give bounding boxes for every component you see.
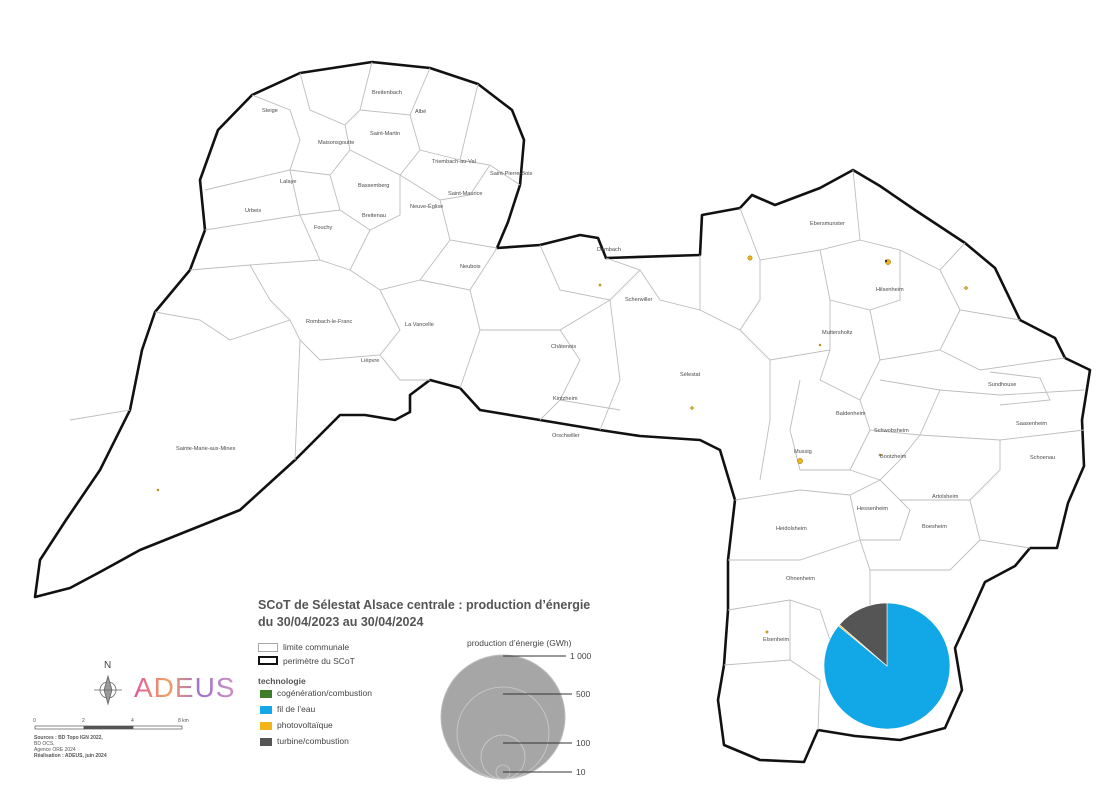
- commune-label: Neuve-Église: [410, 203, 443, 210]
- commune-label: Mussig: [794, 449, 812, 455]
- size-legend-title: production d’énergie (GWh): [467, 638, 572, 648]
- perimetre-label: perimètre du SCoT: [283, 656, 355, 666]
- pv-point: [598, 283, 602, 287]
- pv-point: [156, 488, 160, 492]
- limite-label: limite communale: [283, 642, 350, 652]
- commune-label: Saasenheim: [1016, 421, 1047, 427]
- pv-point: [765, 630, 769, 634]
- pv-point: [797, 458, 803, 464]
- limite-swatch: [258, 643, 278, 652]
- commune-label: La Vancelle: [405, 322, 434, 328]
- perimetre-swatch: [258, 656, 278, 665]
- scale-tick-0: 0: [33, 718, 36, 724]
- sources-line3: Agence ORE 2024: [34, 747, 76, 753]
- commune-label: Orschwiller: [552, 433, 580, 439]
- commune-label: Sélestat: [680, 372, 701, 378]
- legend-title-line1: SCoT de Sélestat Alsace centrale : produ…: [258, 598, 591, 612]
- techno-title: technologie: [258, 676, 306, 686]
- commune-label: Rombach-le-Franc: [306, 319, 353, 325]
- size-value-500: 500: [576, 689, 591, 699]
- commune-label: Bassemberg: [358, 183, 389, 189]
- north-label: N: [104, 660, 112, 671]
- commune-label: Saint-Maurice: [448, 191, 483, 197]
- commune-label: Dambach: [597, 247, 621, 253]
- commune-label: Kintzheim: [553, 396, 578, 402]
- commune-label: Baldenheim: [836, 411, 866, 417]
- commune-boundaries: [69, 61, 1085, 731]
- commune-label: Neubois: [460, 264, 481, 270]
- commune-label: Ohnenheim: [786, 576, 815, 582]
- legend-title: SCoT de Sélestat Alsace centrale : produ…: [258, 597, 590, 631]
- label-fil-eau: fil de l’eau: [277, 704, 316, 714]
- commune-label: Muttersholtz: [822, 330, 853, 336]
- commune-label: Sainte-Marie-aux-Mines: [176, 446, 236, 452]
- commune-label: Hilsenheim: [876, 287, 904, 293]
- pv-point: [878, 453, 882, 457]
- scale-tick-2: 2: [82, 718, 85, 724]
- scale-bar: [34, 725, 183, 730]
- commune-label: Heidolsheim: [776, 526, 807, 532]
- north-arrow-icon: [94, 674, 122, 706]
- commune-label: Albé: [415, 109, 426, 115]
- commune-label: Bootzheim: [880, 454, 907, 460]
- commune-label: Schoenau: [1030, 455, 1055, 461]
- size-value-10: 10: [576, 767, 586, 777]
- commune-label: Boesheim: [922, 524, 947, 530]
- commune-label: Triembach-au-Val: [432, 159, 476, 165]
- sources-line4: Réalisation : ADEUS, juin 2024: [34, 753, 107, 759]
- label-photovoltaique: photovoltaïque: [277, 720, 333, 730]
- label-cogeneration: cogénération/combustion: [277, 688, 372, 698]
- pv-point: [747, 255, 753, 261]
- commune-label: Steige: [262, 108, 278, 114]
- turbine-point: [884, 259, 888, 263]
- commune-label: Urbeis: [245, 208, 261, 214]
- commune-label: Breitenau: [362, 213, 386, 219]
- pv-point: [690, 406, 694, 410]
- size-value-1000: 1 000: [570, 651, 592, 661]
- swatch-fil-eau: [260, 706, 272, 714]
- commune-label: Elsenheim: [763, 637, 789, 643]
- commune-label: Sundhouse: [988, 382, 1016, 388]
- commune-label: Saint-Pierre-Bois: [490, 171, 532, 177]
- commune-label: Fouchy: [314, 225, 333, 231]
- commune-label: Maisonsgoutte: [318, 140, 354, 146]
- legend-title-line2: du 30/04/2023 au 30/04/2024: [258, 615, 424, 629]
- swatch-photovoltaique: [260, 722, 272, 730]
- commune-label: Saint-Martin: [370, 131, 400, 137]
- pv-point: [964, 286, 968, 290]
- commune-label: Hessenheim: [857, 506, 888, 512]
- sources-line1: Sources : BD Topo IGN 2022,: [34, 735, 103, 741]
- size-legend-graphic: [440, 654, 572, 780]
- commune-label: Breitenbach: [372, 90, 402, 96]
- sources-block: Sources : BD Topo IGN 2022, BD OCS, Agen…: [34, 735, 107, 759]
- commune-label: Lalaye: [280, 179, 296, 185]
- commune-label: Ebersmunster: [810, 221, 845, 227]
- commune-labels: Breitenbach Steige Albé Saint-Martin Mai…: [176, 90, 1055, 643]
- scot-perimeter: [33, 60, 1092, 764]
- commune-label: Schwobsheim: [874, 428, 909, 434]
- pv-points: [156, 255, 968, 634]
- commune-label: Lièpvre: [361, 358, 379, 364]
- swatch-turbine: [260, 738, 272, 746]
- swatch-cogeneration: [260, 690, 272, 698]
- commune-label: Scherwiller: [625, 297, 652, 303]
- pie-slice: [839, 602, 888, 667]
- adeus-logo: ADEUS: [134, 672, 236, 703]
- scale-tick-4: 4: [131, 718, 134, 724]
- label-turbine: turbine/combustion: [277, 736, 349, 746]
- size-value-100: 100: [576, 738, 591, 748]
- scale-tick-8: 8 km: [178, 718, 189, 724]
- commune-label: Artolsheim: [932, 494, 959, 500]
- production-pie: [823, 602, 951, 730]
- commune-label: Châtenois: [551, 344, 576, 350]
- sources-line2: BD OCS,: [34, 741, 55, 747]
- pv-point: [818, 343, 822, 347]
